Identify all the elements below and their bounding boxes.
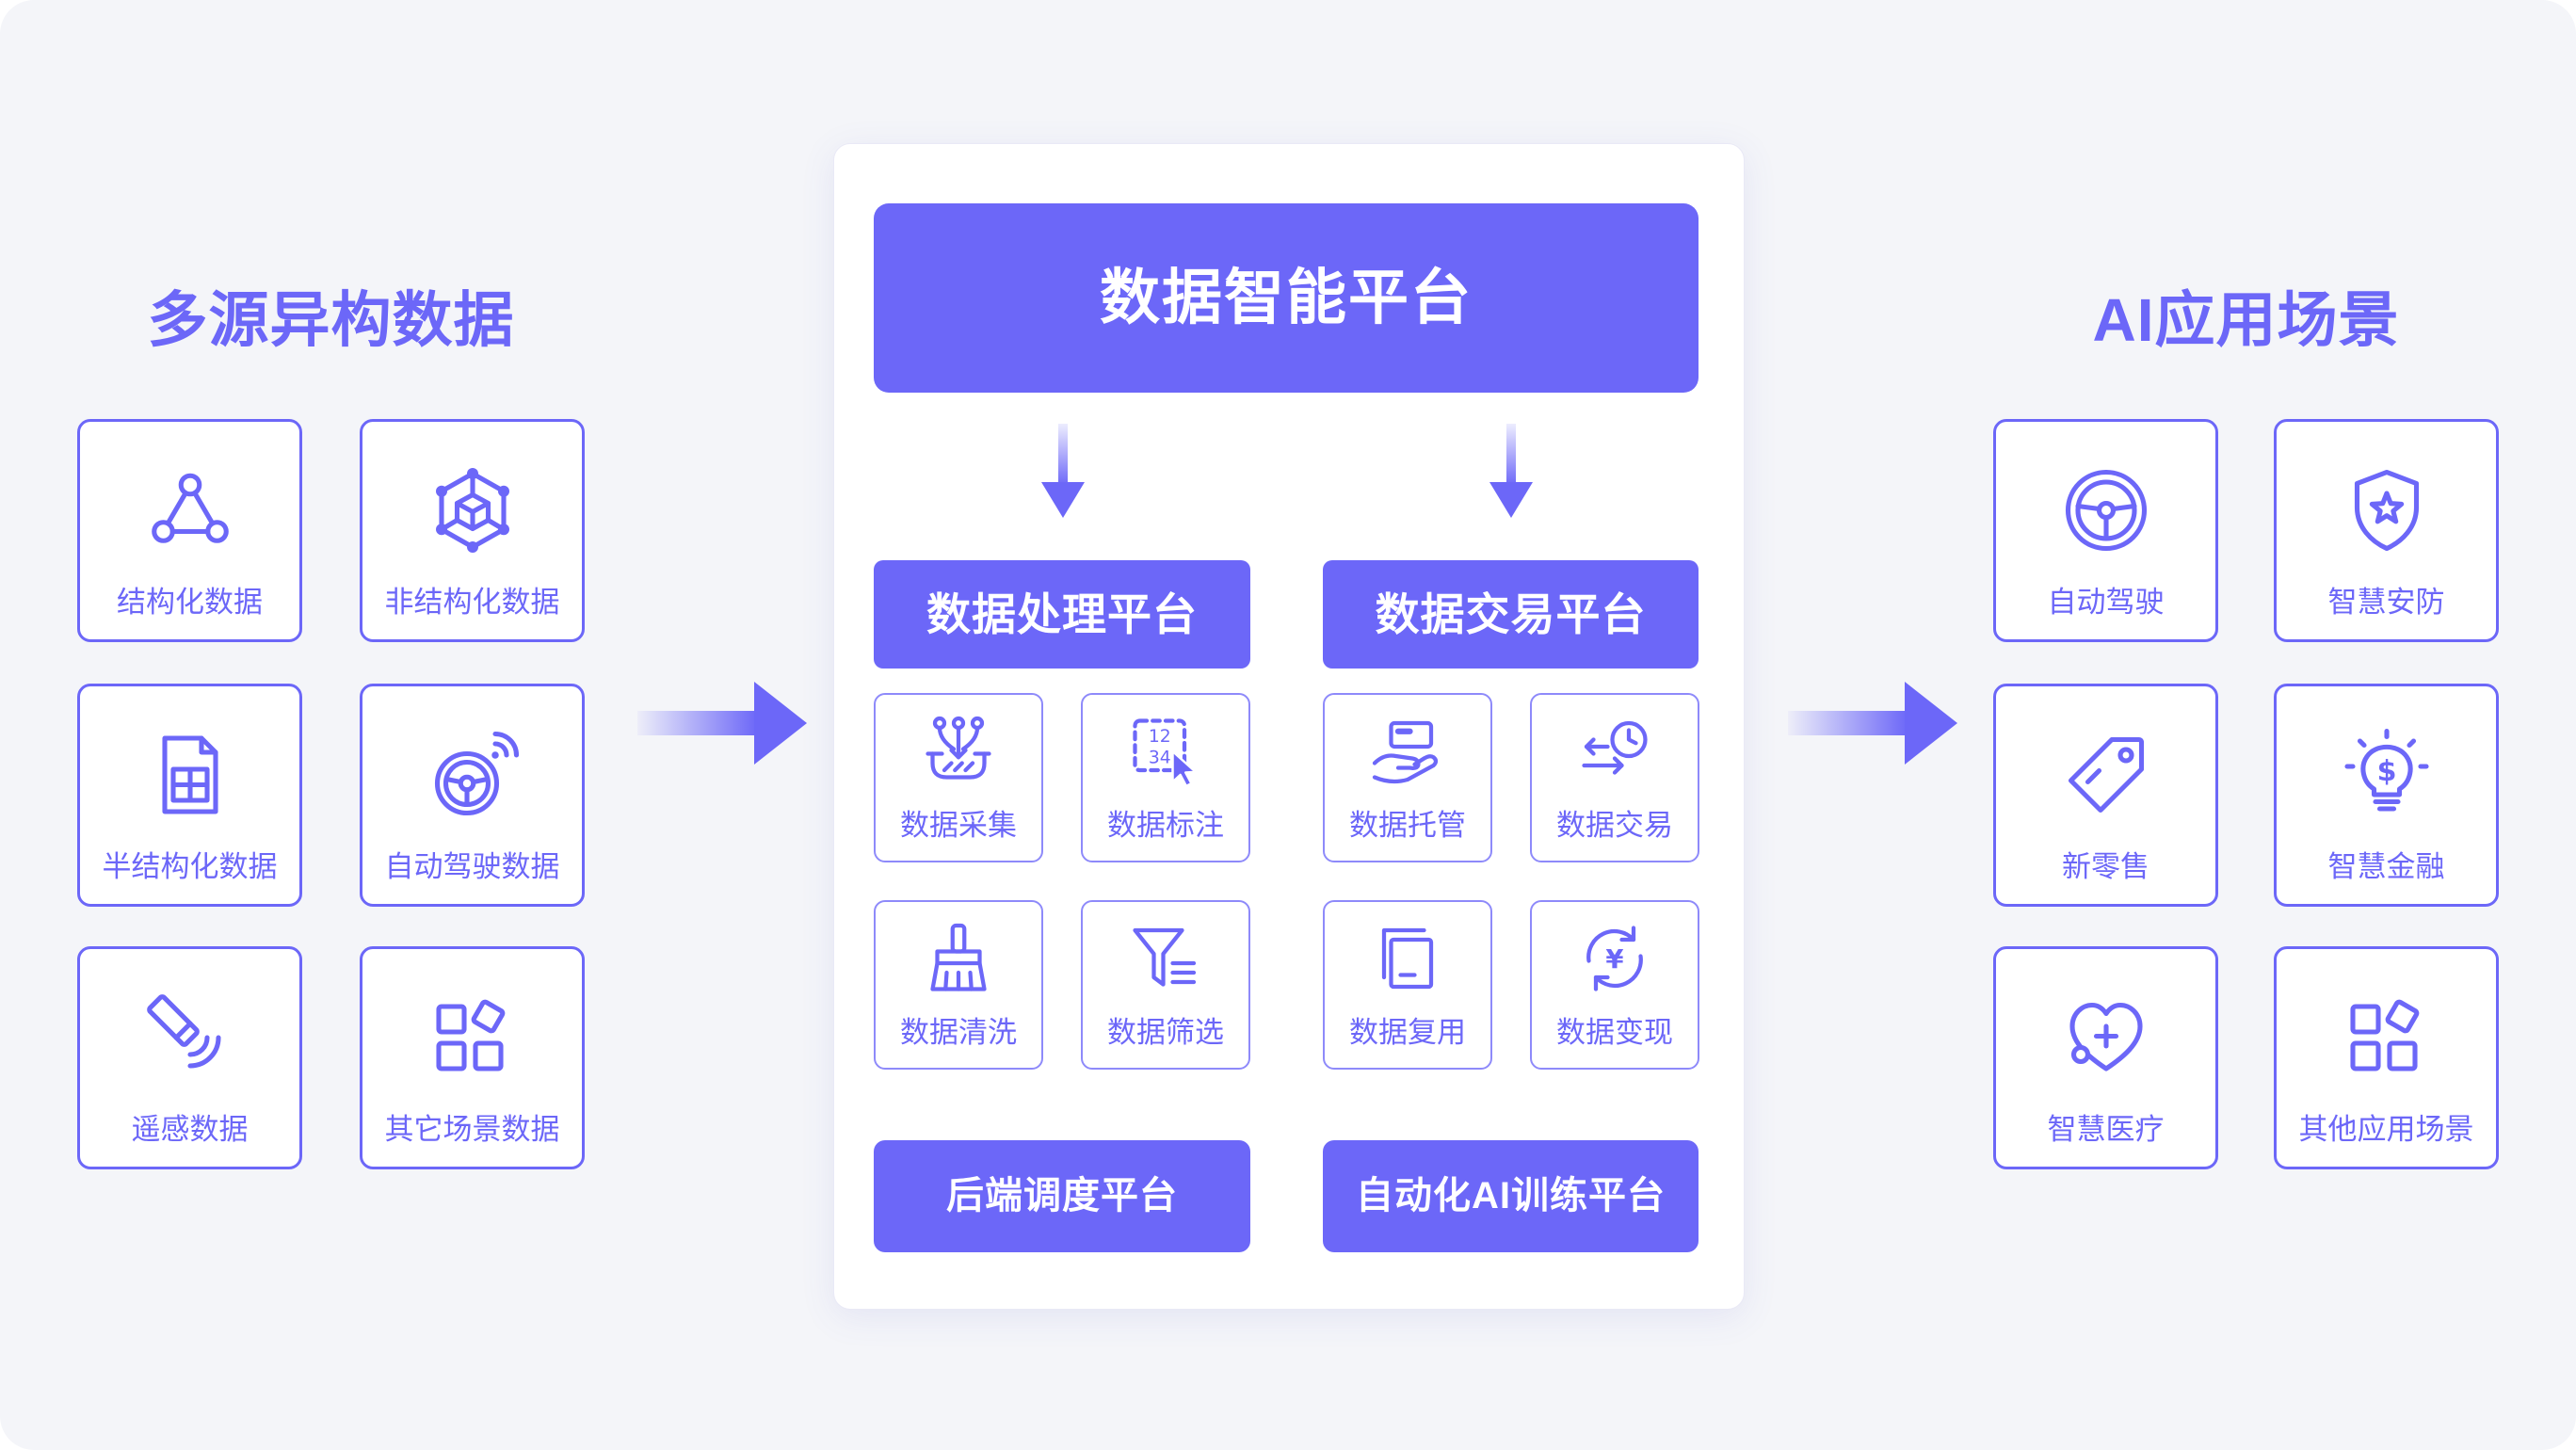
tile-label: 数据筛选 xyxy=(1107,1016,1224,1049)
source-tile-autonomous-driving: 自动驾驶数据 xyxy=(360,684,585,907)
source-tile-remote-sensing: 遥感数据 xyxy=(77,946,302,1169)
processing-tile-filter: 数据筛选 xyxy=(1081,900,1250,1070)
icon-glyph: $ xyxy=(2376,755,2396,788)
flow-arrow-right-icon xyxy=(1788,682,1957,765)
icon-glyph: 34 xyxy=(1149,749,1171,768)
tile-label: 智慧金融 xyxy=(2327,850,2445,883)
remote-sensor-icon xyxy=(145,992,235,1083)
tile-label: 智慧医疗 xyxy=(2047,1113,2165,1146)
application-tile-retail: 新零售 xyxy=(1993,684,2218,907)
tile-label: 数据标注 xyxy=(1107,809,1224,842)
processing-tile-annotate: 12 34 数据标注 xyxy=(1081,693,1250,862)
broom-icon xyxy=(921,921,996,996)
tile-label: 半结构化数据 xyxy=(102,850,278,883)
shield-star-icon xyxy=(2342,465,2432,556)
annotate-icon: 12 34 xyxy=(1128,714,1203,789)
scheduling-platform-bar: 后端调度平台 xyxy=(874,1140,1250,1252)
tile-label: 遥感数据 xyxy=(131,1113,249,1146)
processing-tile-clean: 数据清洗 xyxy=(874,900,1043,1070)
flow-arrow-right-icon xyxy=(637,682,807,765)
tile-label: 数据复用 xyxy=(1349,1016,1466,1049)
tile-label: 数据采集 xyxy=(900,809,1017,842)
blocks-icon xyxy=(427,992,518,1083)
application-tile-autonomous-driving: 自动驾驶 xyxy=(1993,419,2218,642)
tile-label: 结构化数据 xyxy=(117,586,263,619)
application-tile-medical: 智慧医疗 xyxy=(1993,946,2218,1169)
tile-label: 新零售 xyxy=(2062,850,2149,883)
tile-label: 自动驾驶数据 xyxy=(384,850,560,883)
source-tile-semi-structured: 半结构化数据 xyxy=(77,684,302,907)
blocks-icon xyxy=(2342,992,2432,1083)
source-tile-other: 其它场景数据 xyxy=(360,946,585,1169)
icon-glyph: ¥ xyxy=(1605,944,1623,975)
steering-wheel-icon xyxy=(2061,465,2151,556)
yuan-cycle-icon: ¥ xyxy=(1577,921,1652,996)
hex-cube-icon xyxy=(427,465,518,556)
processing-tile-collect: 数据采集 xyxy=(874,693,1043,862)
tile-label: 自动驾驶 xyxy=(2047,586,2165,619)
steering-signal-icon xyxy=(427,730,519,820)
tile-label: 数据变现 xyxy=(1556,1016,1673,1049)
hand-card-icon xyxy=(1370,714,1445,789)
down-arrow-icon xyxy=(1489,424,1533,518)
dollar-bulb-icon: $ xyxy=(2342,728,2432,820)
down-arrow-icon xyxy=(1041,424,1085,518)
exchange-clock-icon xyxy=(1577,714,1652,789)
applications-title: AI应用场景 xyxy=(2092,286,2400,354)
tile-label: 非结构化数据 xyxy=(384,586,560,619)
source-tile-unstructured: 非结构化数据 xyxy=(360,419,585,642)
processing-platform-header: 数据处理平台 xyxy=(874,560,1250,669)
price-tag-icon xyxy=(2061,730,2151,820)
funnel-icon xyxy=(1128,921,1203,996)
tile-label: 数据清洗 xyxy=(900,1016,1017,1049)
trading-tile-reuse: 数据复用 xyxy=(1323,900,1492,1070)
tile-label: 智慧安防 xyxy=(2327,586,2445,619)
trading-tile-monetize: ¥ 数据变现 xyxy=(1530,900,1699,1070)
icon-glyph: 12 xyxy=(1149,727,1171,747)
application-tile-other: 其他应用场景 xyxy=(2274,946,2499,1169)
tile-label: 数据交易 xyxy=(1556,809,1673,842)
sources-title: 多源异构数据 xyxy=(147,286,515,354)
trading-tile-exchange: 数据交易 xyxy=(1530,693,1699,862)
platform-card: 数据智能平台 数据处理平台 数据交易平台 xyxy=(833,143,1745,1310)
heart-medical-icon xyxy=(2061,992,2151,1083)
tile-label: 其它场景数据 xyxy=(384,1113,560,1146)
stacked-docs-icon xyxy=(1370,921,1445,996)
tile-label: 其他应用场景 xyxy=(2298,1113,2474,1146)
trading-platform-header: 数据交易平台 xyxy=(1323,560,1699,669)
tile-label: 数据托管 xyxy=(1349,809,1466,842)
sheet-grid-icon xyxy=(145,730,235,820)
training-platform-bar: 自动化AI训练平台 xyxy=(1323,1140,1699,1252)
collect-icon xyxy=(921,714,996,789)
graph-nodes-icon xyxy=(145,465,235,556)
source-tile-structured: 结构化数据 xyxy=(77,419,302,642)
application-tile-finance: $ 智慧金融 xyxy=(2274,684,2499,907)
platform-title: 数据智能平台 xyxy=(874,203,1699,393)
trading-tile-custody: 数据托管 xyxy=(1323,693,1492,862)
application-tile-security: 智慧安防 xyxy=(2274,419,2499,642)
